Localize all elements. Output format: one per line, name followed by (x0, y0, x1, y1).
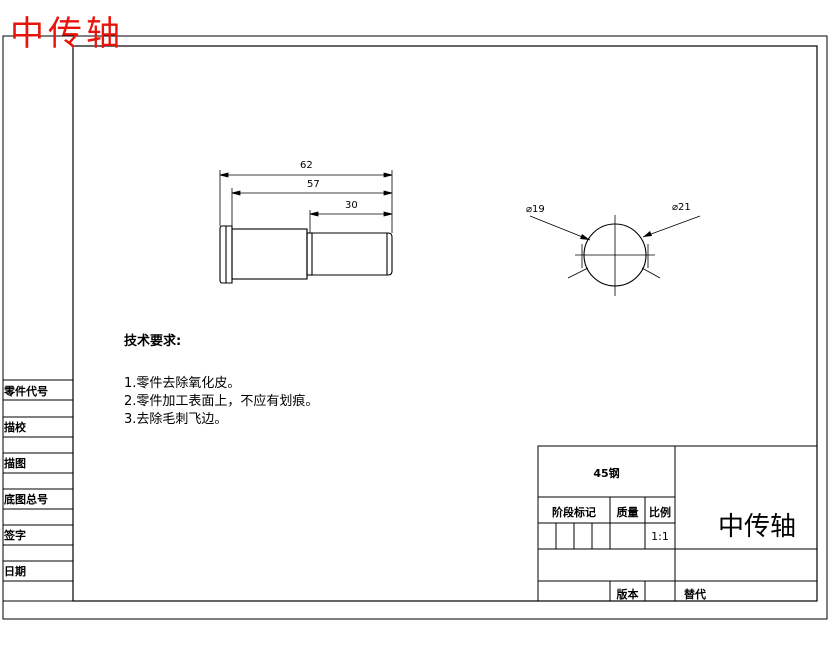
version-label: 版本 (616, 588, 639, 601)
tech-requirement-item: 1.零件去除氧化皮。 (124, 376, 241, 391)
dimension-inner-diameter: ⌀19 (526, 204, 545, 215)
tech-requirements-heading: 技术要求: (124, 334, 182, 349)
left-label-signature: 签字 (4, 529, 26, 542)
tech-requirement-item: 2.零件加工表面上，不应有划痕。 (124, 394, 319, 409)
scale-value: 1:1 (651, 530, 669, 543)
left-label-trace-check: 描校 (4, 421, 26, 434)
left-label-trace: 描图 (4, 457, 26, 470)
scale-label: 比例 (649, 506, 671, 519)
left-column-grid (3, 379, 73, 582)
title-block-grid (537, 445, 818, 602)
dimension-lines (219, 170, 393, 233)
shaft-end-view (529, 215, 701, 296)
tech-requirement-item: 3.去除毛刺飞边。 (124, 412, 228, 427)
left-label-date: 日期 (4, 565, 26, 578)
dimension-short: 30 (345, 200, 358, 211)
material-label: 45钢 (593, 467, 620, 480)
inner-frame (72, 45, 818, 602)
shaft-side-view (219, 225, 393, 284)
dimension-middle: 57 (307, 179, 320, 190)
dimension-overall: 62 (300, 160, 313, 171)
dimension-outer-diameter: ⌀21 (672, 202, 691, 213)
part-name: 中传轴 (718, 512, 797, 542)
stage-mark-label: 阶段标记 (552, 506, 596, 519)
outer-border (2, 35, 828, 620)
replaces-label: 替代 (684, 588, 706, 601)
page-title: 中传轴 (10, 14, 124, 54)
weight-label: 质量 (616, 506, 639, 519)
left-label-part-code: 零件代号 (4, 385, 48, 398)
left-label-base-drawing-no: 底图总号 (4, 493, 48, 506)
